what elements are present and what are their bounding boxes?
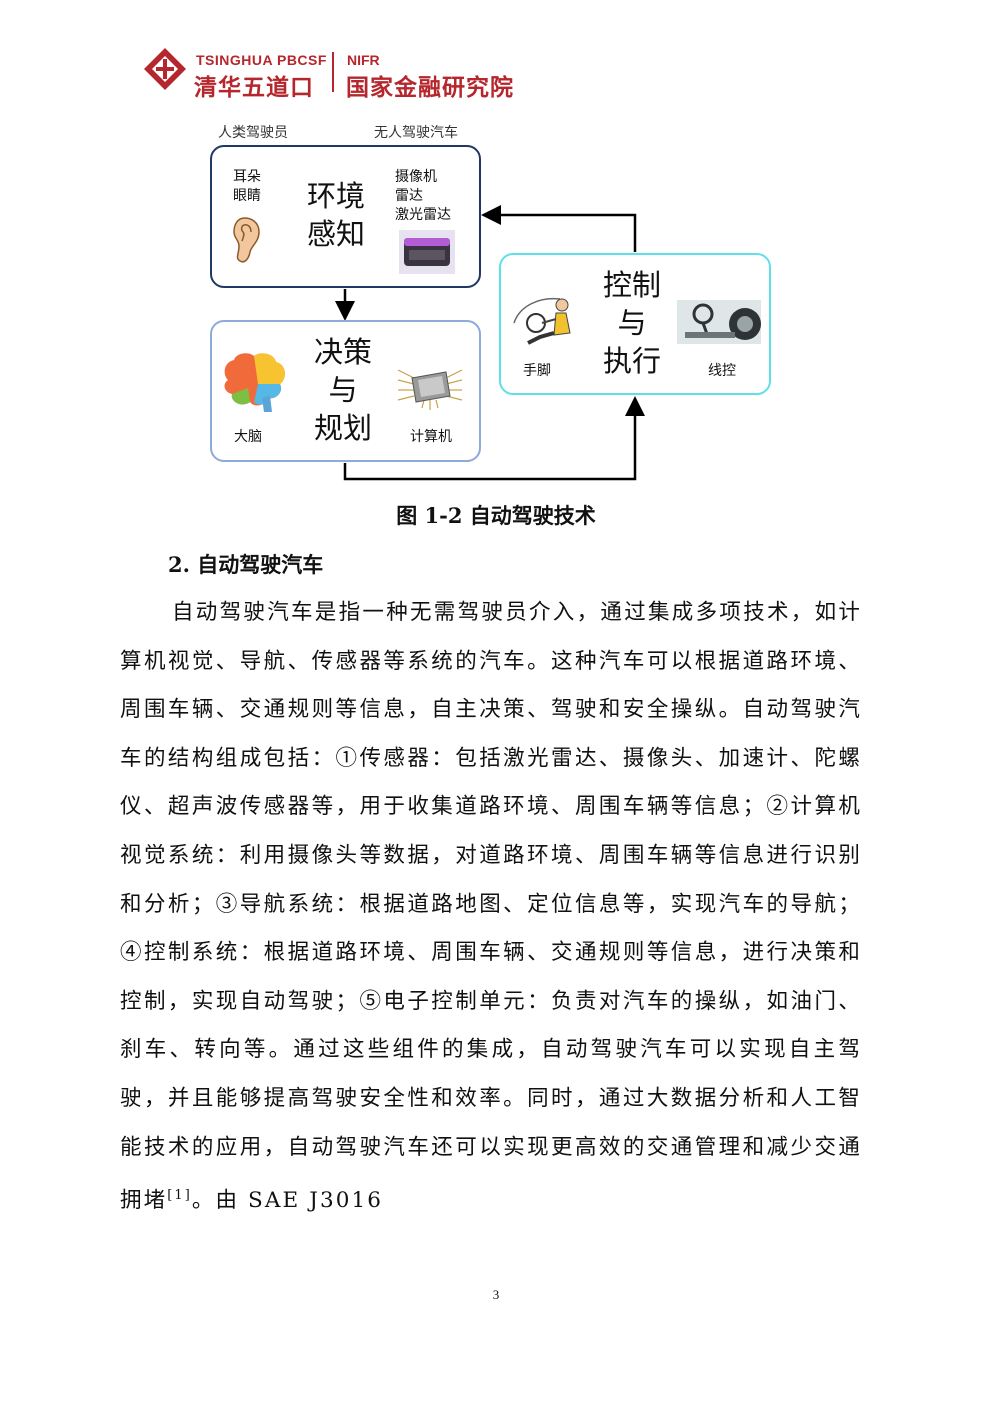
control-title-line3: 执行 (602, 344, 661, 378)
arrow-control-to-env (481, 205, 637, 252)
lidar-label: 激光雷达 (395, 207, 451, 223)
ear-icon (233, 217, 260, 263)
diagram-arrows (335, 205, 645, 481)
institute-name-en: NIFR (347, 52, 380, 68)
institute-name-cn: 国家金融研究院 (346, 75, 514, 101)
env-title-line1: 环境 (306, 179, 365, 213)
control-execution-title: 控制 与 执行 (594, 266, 670, 380)
column-label-human: 人类驾驶员 (218, 125, 288, 141)
arrow-decision-to-control (343, 396, 645, 481)
section-heading: 2. 自动驾驶汽车 (168, 552, 324, 577)
lidar-icon (399, 230, 455, 274)
env-title-line2: 感知 (306, 217, 365, 251)
env-perception-title: 环境 感知 (298, 177, 374, 253)
page-number: 3 (492, 1287, 500, 1302)
tsinghua-logo-icon (144, 48, 186, 90)
decision-title-line1: 决策 (313, 335, 372, 369)
env-human-labels: 耳朵 眼睛 (233, 168, 261, 206)
brain-label: 大脑 (234, 429, 262, 445)
env-auto-labels: 摄像机 雷达 激光雷达 (395, 168, 451, 225)
driver-icon (513, 297, 571, 345)
decision-planning-title: 决策 与 规划 (305, 333, 381, 447)
drive-by-wire-icon (677, 300, 761, 344)
column-label-autonomous: 无人驾驶汽车 (374, 125, 458, 141)
control-title-line1: 控制 (602, 268, 661, 302)
paragraph-text-tail: 。由 SAE J3016 (191, 1188, 384, 1214)
wire-control-label: 线控 (708, 363, 736, 379)
decision-title-line3: 规划 (313, 411, 372, 445)
brand-name-cn: 清华五道口 (194, 75, 314, 101)
ear-label: 耳朵 (233, 169, 261, 185)
figure-caption: 图 1-2 自动驾驶技术 (396, 503, 596, 528)
decision-title-line2: 与 (328, 373, 358, 407)
body-paragraph: 自动驾驶汽车是指一种无需驾驶员介入，通过集成多项技术，如计算机视觉、导航、传感器… (120, 589, 862, 1226)
radar-label: 雷达 (395, 188, 423, 204)
chip-icon (397, 369, 463, 410)
paragraph-text: 自动驾驶汽车是指一种无需驾驶员介入，通过集成多项技术，如计算机视觉、导航、传感器… (120, 600, 862, 1214)
camera-label: 摄像机 (395, 169, 437, 185)
control-title-line2: 与 (617, 306, 647, 340)
hands-feet-label: 手脚 (523, 363, 551, 379)
citation-ref[interactable]: [1] (167, 1188, 192, 1204)
computer-label: 计算机 (410, 429, 452, 445)
logo-divider (332, 52, 334, 92)
eye-label: 眼睛 (233, 188, 261, 204)
brain-icon (224, 353, 285, 412)
brand-name-en: TSINGHUA PBCSF (196, 52, 327, 68)
